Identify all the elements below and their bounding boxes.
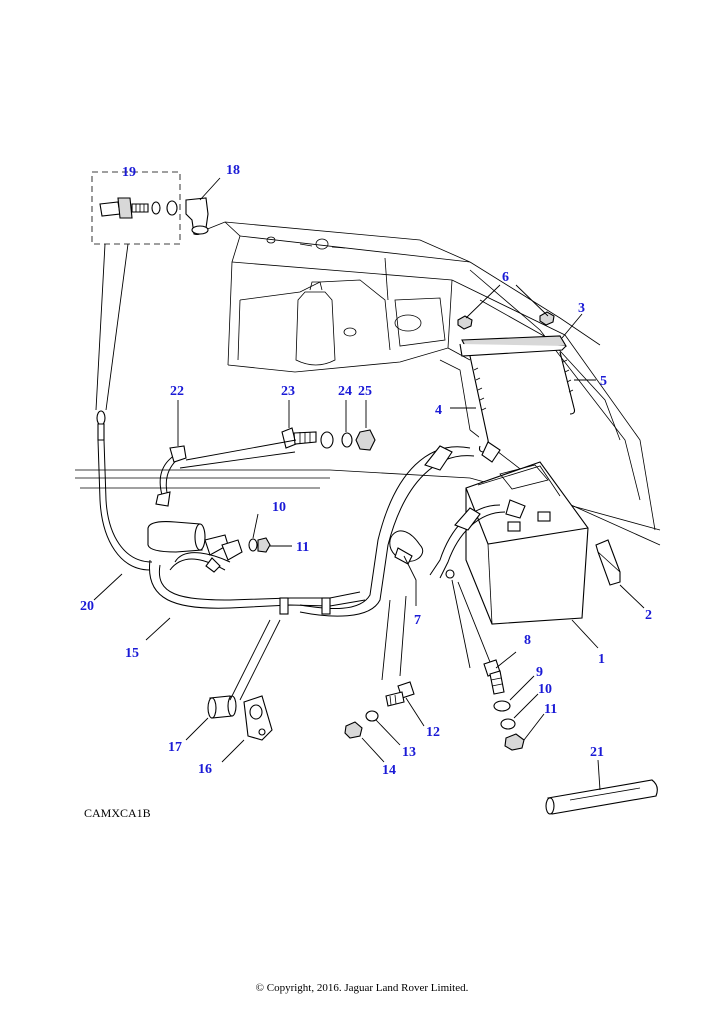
callout-10-upper: 10: [272, 500, 286, 515]
callout-10-lower: 10: [538, 682, 552, 697]
callout-25: 24: [338, 384, 352, 399]
battery-clamp-bar: [459, 335, 567, 357]
callout-3: 3: [578, 301, 585, 316]
diagram-reference-code: CAMXCA1B: [84, 806, 151, 820]
callout-leaders: [93, 177, 645, 791]
inset-connector-kit: [91, 171, 181, 245]
battery-cables: [299, 441, 526, 617]
callout-22: 22: [170, 384, 184, 399]
callout-19: 19: [122, 165, 136, 180]
callout-11-upper: 11: [296, 540, 309, 555]
callout-4: 4: [435, 403, 442, 418]
main-harness: [148, 552, 366, 615]
callout-13: 13: [402, 745, 416, 760]
callout-24: 25: [358, 384, 372, 399]
callout-20: 20: [80, 599, 94, 614]
callout-23: 23: [281, 384, 295, 399]
bolt-washer-nut-set: [281, 427, 376, 451]
callout-11-lower: 11: [544, 702, 557, 717]
callout-8: 8: [524, 633, 531, 648]
earth-lead: [155, 445, 187, 507]
callout-5: 5: [600, 374, 607, 389]
battery: [465, 461, 589, 625]
cable-clip-bolt-set: [344, 681, 415, 739]
terminal-boot: [185, 197, 209, 235]
protective-sleeve: [545, 779, 658, 815]
callout-14: 14: [382, 763, 396, 778]
callout-labels: 1 2 3 4 5 6 7 8 9 10 10 11 11 12 13 14 1…: [80, 163, 652, 778]
callout-15: 15: [125, 646, 139, 661]
callout-21: 21: [590, 745, 604, 760]
earth-strap: [96, 410, 153, 571]
battery-wedge-block: [595, 539, 621, 586]
upper-washer-nut: [248, 537, 271, 553]
callout-12: 12: [426, 725, 440, 740]
grommet-and-clip: [207, 695, 273, 741]
clamp-rod-right: [559, 351, 576, 415]
inset-leader-lines: [95, 243, 129, 411]
battery-hold-bolt-set: [483, 659, 525, 751]
clamp-nuts: [457, 311, 555, 330]
copyright-notice: © Copyright, 2016. Jaguar Land Rover Lim…: [255, 982, 469, 994]
callout-18: 18: [226, 163, 240, 178]
callout-9: 9: [536, 665, 543, 680]
vehicle-body: [75, 221, 661, 546]
callout-2: 2: [645, 608, 652, 623]
callout-6: 6: [502, 270, 509, 285]
callout-1: 1: [598, 652, 605, 667]
callout-17: 17: [168, 740, 182, 755]
starter-solenoid: [147, 521, 243, 573]
clamp-rod-left: [469, 355, 490, 453]
callout-7: 7: [414, 613, 421, 628]
callout-16: 16: [198, 762, 212, 777]
